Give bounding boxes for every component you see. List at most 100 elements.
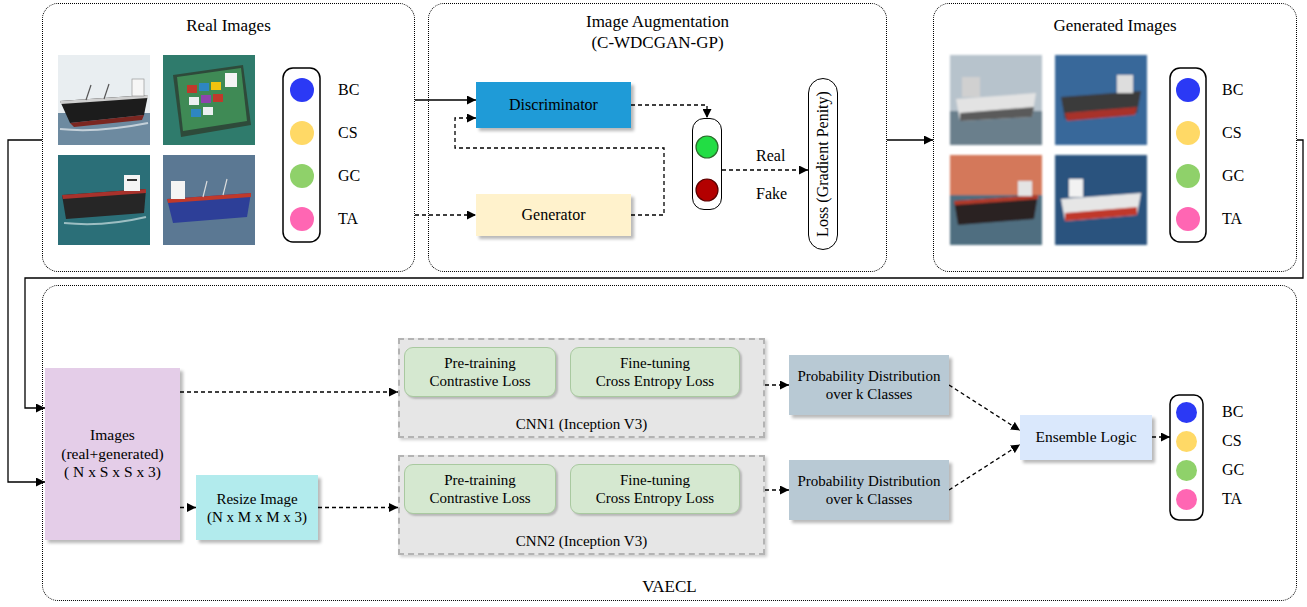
group-title: CNN2 (Inception V3) <box>400 532 763 550</box>
model-panel: CNN2 (Inception V3) Pre-trainingContrasti… <box>398 455 765 555</box>
legend-frame <box>283 68 320 242</box>
connector-arrow <box>25 140 1303 408</box>
generated-photo <box>1055 155 1147 245</box>
connector-arrow <box>887 139 933 140</box>
legend-label: GC <box>1222 166 1244 186</box>
legend-swatch <box>290 78 314 102</box>
box-label: Fine-tuning <box>620 354 690 372</box>
legend-swatch <box>1176 431 1197 452</box>
connector-arrow <box>722 169 808 170</box>
legend-label: BC <box>1222 402 1243 422</box>
box-label: Contrastive Loss <box>429 372 530 390</box>
box-label: Probability Distribution <box>798 367 941 385</box>
legend-label: BC <box>1222 80 1243 100</box>
ship-photo <box>163 55 255 145</box>
indicator-box: RealFake <box>692 118 722 210</box>
box-label: Contrastive Loss <box>429 489 530 507</box>
group-panel: Generated Images <box>933 3 1297 272</box>
group-title: (C-WDCGAN-GP) <box>429 33 886 53</box>
group-title: Image Augmentation <box>429 12 886 32</box>
ship-photo <box>58 155 150 245</box>
box-label: Fine-tuning <box>620 471 690 489</box>
legend-swatch <box>1176 78 1200 102</box>
legend-label: CS <box>1222 431 1242 451</box>
connector-arrow <box>8 140 45 482</box>
box-label: Generator <box>522 205 586 224</box>
group-panel: Image Augmentation(C-WDCGAN-GP) Discrimin… <box>428 3 887 272</box>
generated-photo <box>950 55 1042 145</box>
connector-arrow <box>180 391 398 392</box>
process-box: Discriminator <box>476 82 631 128</box>
legend-swatch <box>1176 460 1197 481</box>
box-label: over k Classes <box>826 490 913 508</box>
legend-label: GC <box>1222 460 1244 480</box>
group-title: CNN1 (Inception V3) <box>400 415 763 433</box>
box-label: Discriminator <box>509 95 598 114</box>
box-label: Pre-training <box>444 354 516 372</box>
process-box: Resize Image(N x M x M x 3) <box>196 475 318 540</box>
box-label: Pre-training <box>444 471 516 489</box>
box-label: (N x M x M x 3) <box>207 508 307 526</box>
real-light <box>696 136 718 158</box>
ship-photo <box>163 155 255 245</box>
box-label: Loss (Gradient Penity) <box>813 91 832 237</box>
box-label: Resize Image <box>216 490 297 508</box>
stage-box: Pre-trainingContrastive Loss <box>404 464 556 514</box>
connector-arrow <box>765 384 789 385</box>
box-label: ( N x S x S x 3) <box>64 463 161 482</box>
legend-swatch <box>1176 164 1200 188</box>
connector-arrow <box>318 507 398 508</box>
legend-label: CS <box>338 123 358 143</box>
connector-arrow <box>180 507 196 508</box>
output-arrow <box>1152 436 1170 437</box>
box-label: over k Classes <box>826 385 913 403</box>
group-title: VAECL <box>43 577 1296 597</box>
group-panel: Real Images <box>42 3 415 272</box>
legend-label: TA <box>1222 209 1242 229</box>
legend-label: TA <box>338 209 358 229</box>
connector-arrow <box>415 214 476 215</box>
box-label: Cross Entropy Loss <box>596 372 714 390</box>
process-box: Generator <box>476 194 631 236</box>
loss-box: Loss (Gradient Penity) <box>808 78 838 250</box>
generated-photo <box>950 155 1042 245</box>
legend-swatch <box>1176 489 1197 510</box>
legend-label: BC <box>338 80 359 100</box>
box-label: Images <box>90 426 135 445</box>
legend-label: GC <box>338 166 360 186</box>
output-box: Probability Distributionover k Classes <box>789 460 949 520</box>
box-label: Cross Entropy Loss <box>596 489 714 507</box>
stage-box: Fine-tuningCross Entropy Loss <box>570 347 740 397</box>
connector-arrow <box>631 105 707 118</box>
legend-frame <box>1170 68 1206 242</box>
group-title: Real Images <box>43 16 414 36</box>
data-box: Images(real+generated)( N x S x S x 3) <box>45 368 180 540</box>
legend-label: CS <box>1222 123 1242 143</box>
output-box: Probability Distributionover k Classes <box>789 355 949 415</box>
legend-swatch <box>290 164 314 188</box>
fake-light <box>696 179 718 201</box>
connector-arrow <box>415 99 476 100</box>
stage-box: Pre-trainingContrastive Loss <box>404 347 556 397</box>
legend-swatch <box>1176 121 1200 145</box>
legend-swatch <box>290 207 314 231</box>
legend-frame <box>1170 395 1203 520</box>
box-label: Real <box>756 146 785 165</box>
legend-swatch <box>290 121 314 145</box>
box-label: (real+generated) <box>61 445 164 464</box>
group-title: Generated Images <box>934 16 1296 36</box>
box-label: Fake <box>756 184 787 203</box>
ship-photo <box>58 55 150 145</box>
group-panel: VAECL Images(real+generated)( N x S x S x… <box>42 285 1297 601</box>
legend-swatch <box>1176 207 1200 231</box>
ensemble-box: Ensemble Logic <box>1020 415 1152 460</box>
generated-photo <box>1055 55 1147 145</box>
legend-label: TA <box>1222 489 1242 509</box>
box-label: Probability Distribution <box>798 472 941 490</box>
box-label: Ensemble Logic <box>1035 428 1136 447</box>
connector-arrow <box>765 489 789 490</box>
model-panel: CNN1 (Inception V3) Pre-trainingContrasti… <box>398 338 765 438</box>
connector-arrow <box>949 385 1020 431</box>
